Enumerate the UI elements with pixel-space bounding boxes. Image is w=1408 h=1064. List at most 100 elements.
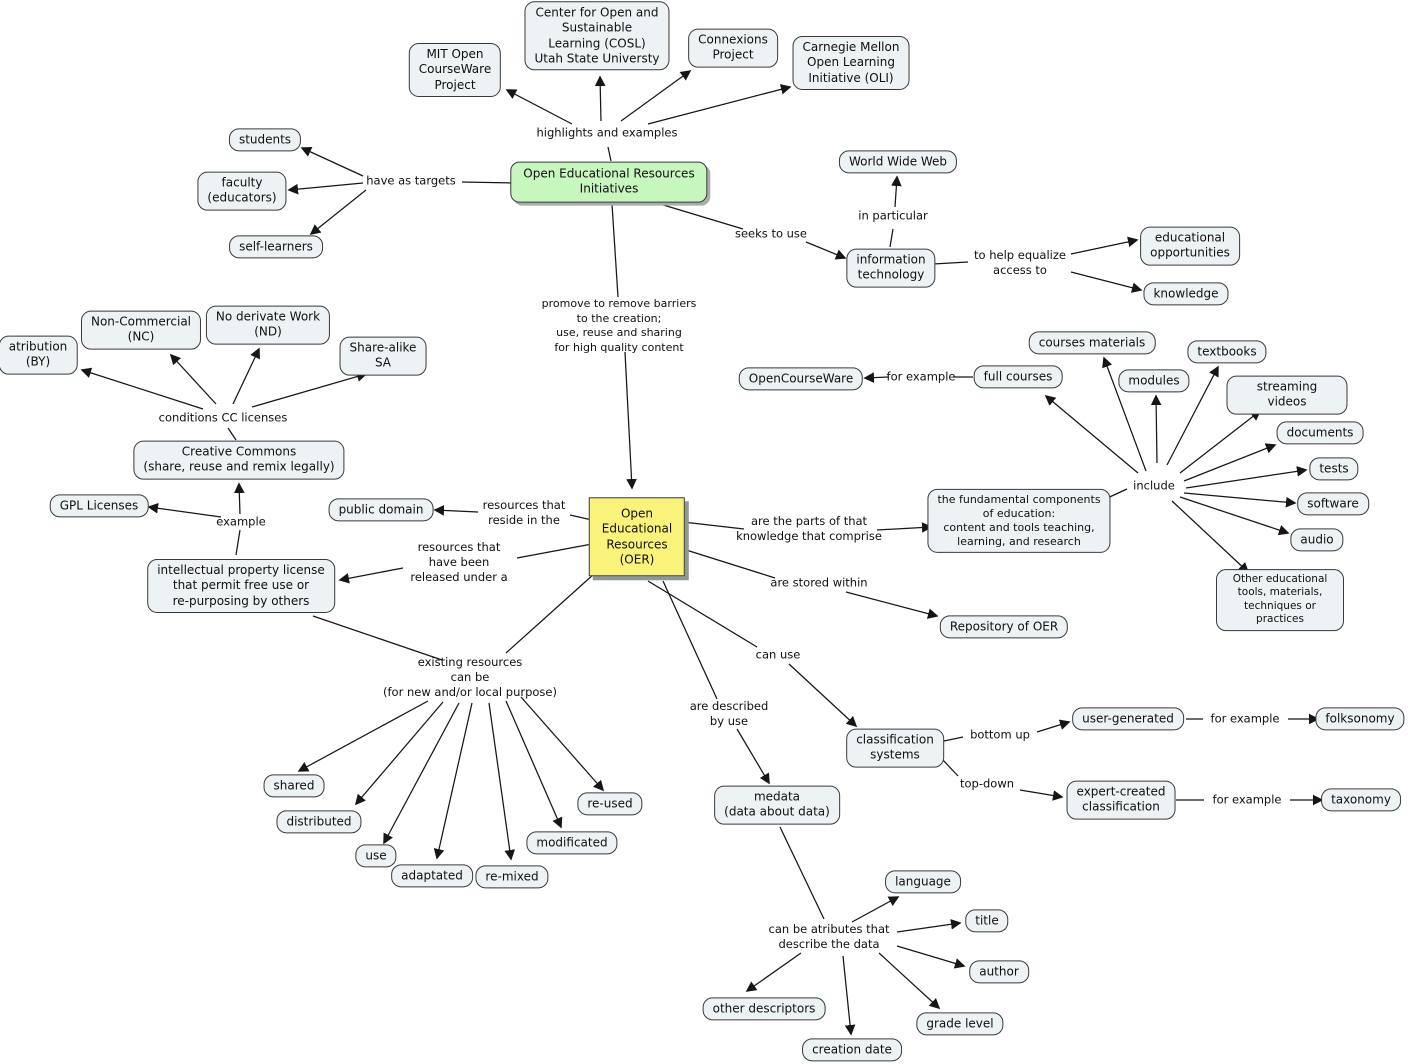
- node-repository-of-oer[interactable]: Repository of OER: [939, 615, 1069, 639]
- node-public-domain[interactable]: public domain: [328, 498, 434, 522]
- node-other-educational[interactable]: Other educational tools, materials, tech…: [1216, 569, 1344, 631]
- node-oer[interactable]: Open Educational Resources (OER): [588, 497, 686, 577]
- node-shared[interactable]: shared: [263, 774, 325, 798]
- edge-line: [647, 580, 758, 648]
- edge-line: [147, 502, 222, 518]
- edge-line: [1019, 789, 1064, 801]
- node-self-learners[interactable]: self-learners: [229, 235, 323, 259]
- edge-label-highlights-and-examples: highlights and examples: [536, 125, 678, 140]
- node-students[interactable]: students: [228, 128, 302, 152]
- edge-line: [805, 241, 847, 260]
- edge-line: [647, 84, 792, 125]
- node-classification-systems[interactable]: classification systems: [846, 728, 944, 768]
- node-re-mixed[interactable]: re-mixed: [475, 865, 549, 889]
- edge-label-have-as-targets: have as targets: [366, 173, 456, 188]
- node-non-commercial[interactable]: Non-Commercial (NC): [80, 310, 202, 350]
- edge-label-top-down: top-down: [959, 776, 1015, 791]
- node-courses-materials[interactable]: courses materials: [1028, 331, 1156, 355]
- node-folksonomy[interactable]: folksonomy: [1315, 707, 1405, 731]
- edge-line: [1179, 496, 1290, 536]
- edge-line: [1070, 271, 1143, 293]
- edge-line: [297, 700, 429, 772]
- edge-line: [232, 347, 260, 405]
- node-connexions[interactable]: Connexions Project: [688, 28, 778, 68]
- edge-label-resources-released: resources that have been released under …: [410, 540, 508, 585]
- node-software[interactable]: software: [1297, 492, 1369, 516]
- node-expert-created[interactable]: expert-created classification: [1066, 780, 1176, 820]
- node-fundamental-components[interactable]: the fundamental components of education:…: [927, 488, 1111, 554]
- edge-line: [876, 522, 933, 533]
- node-medata[interactable]: medata (data about data): [714, 785, 840, 825]
- node-streaming-videos[interactable]: streaming videos: [1226, 375, 1348, 415]
- node-title[interactable]: title: [965, 909, 1009, 933]
- node-world-wide-web[interactable]: World Wide Web: [838, 150, 958, 174]
- node-re-used[interactable]: re-used: [577, 792, 643, 816]
- node-user-generated[interactable]: user-generated: [1072, 707, 1184, 731]
- node-information-technology[interactable]: information technology: [846, 248, 936, 288]
- node-cosl[interactable]: Center for Open and Sustainable Learning…: [524, 1, 670, 71]
- edge-line: [736, 728, 770, 785]
- node-audio[interactable]: audio: [1290, 528, 1344, 552]
- edge-line: [516, 543, 593, 559]
- edge-label-include: include: [1133, 478, 1175, 493]
- edge-label-are-described-by-use: are described by use: [689, 698, 769, 728]
- edge-line: [433, 505, 479, 516]
- edge-line: [354, 701, 444, 806]
- node-textbooks[interactable]: textbooks: [1187, 340, 1267, 364]
- node-modules[interactable]: modules: [1118, 369, 1190, 393]
- node-grade-level[interactable]: grade level: [916, 1012, 1004, 1036]
- node-opencourseware[interactable]: OpenCourseWare: [738, 367, 864, 391]
- edge-line: [896, 945, 966, 969]
- node-knowledge[interactable]: knowledge: [1143, 282, 1229, 306]
- edge-line: [383, 702, 460, 845]
- node-no-derivate-work[interactable]: No derivate Work (ND): [205, 305, 331, 345]
- edge-line: [896, 919, 962, 933]
- edge-line: [520, 696, 605, 792]
- node-taxonomy[interactable]: taxonomy: [1321, 788, 1401, 812]
- node-mit-ocw[interactable]: MIT Open CourseWare Project: [408, 42, 502, 98]
- node-atribution-by[interactable]: atribution (BY): [0, 335, 78, 375]
- node-creation-date[interactable]: creation date: [802, 1038, 902, 1062]
- edge-line: [842, 955, 856, 1036]
- node-gpl-licenses[interactable]: GPL Licenses: [49, 494, 149, 518]
- node-language[interactable]: language: [885, 870, 961, 894]
- node-cmu-oli[interactable]: Carnegie Mellon Open Learning Initiative…: [792, 35, 910, 91]
- node-author[interactable]: author: [969, 960, 1029, 984]
- node-use[interactable]: use: [355, 844, 397, 868]
- node-adaptated[interactable]: adaptated: [391, 864, 473, 888]
- edge-line: [300, 146, 364, 177]
- edge-line: [745, 952, 802, 992]
- node-faculty[interactable]: faculty (educators): [197, 171, 287, 211]
- node-documents[interactable]: documents: [1276, 421, 1364, 445]
- node-other-descriptors[interactable]: other descriptors: [702, 997, 826, 1021]
- edge-label-can-be-atributes: can be atributes that describe the data: [768, 921, 890, 951]
- node-full-courses[interactable]: full courses: [973, 365, 1063, 389]
- node-creative-commons[interactable]: Creative Commons (share, reuse and remix…: [133, 440, 345, 480]
- edge-label-promove-to-remove: promove to remove barriers to the creati…: [541, 296, 697, 354]
- node-modificated[interactable]: modificated: [526, 831, 618, 855]
- edge-line: [1179, 410, 1262, 474]
- edge-line: [569, 514, 593, 521]
- edge-line: [1183, 443, 1277, 482]
- edge-line: [624, 351, 637, 490]
- edge-line: [505, 700, 563, 829]
- edge-line: [682, 521, 745, 530]
- edge-label-for-example-taxonomy: for example: [1212, 792, 1282, 807]
- edge-line: [1171, 500, 1250, 574]
- edge-line: [235, 529, 241, 556]
- node-distributed[interactable]: distributed: [276, 810, 362, 834]
- node-ip-license[interactable]: intellectual property license that permi…: [147, 558, 335, 614]
- edge-line: [309, 189, 367, 235]
- node-educational-opportunities[interactable]: educational opportunities: [1140, 226, 1240, 266]
- edge-line: [891, 175, 902, 208]
- edge-line: [607, 146, 612, 162]
- edge-label-in-particular: in particular: [858, 208, 928, 223]
- node-tests[interactable]: tests: [1309, 457, 1359, 481]
- edge-label-resources-reside: resources that reside in the: [482, 497, 566, 527]
- edge-line: [878, 952, 941, 1010]
- edge-line: [1044, 394, 1139, 474]
- edge-line: [682, 548, 776, 579]
- node-share-alike[interactable]: Share-alike SA: [339, 336, 427, 376]
- node-oer-initiatives[interactable]: Open Educational Resources Initiatives: [510, 161, 708, 203]
